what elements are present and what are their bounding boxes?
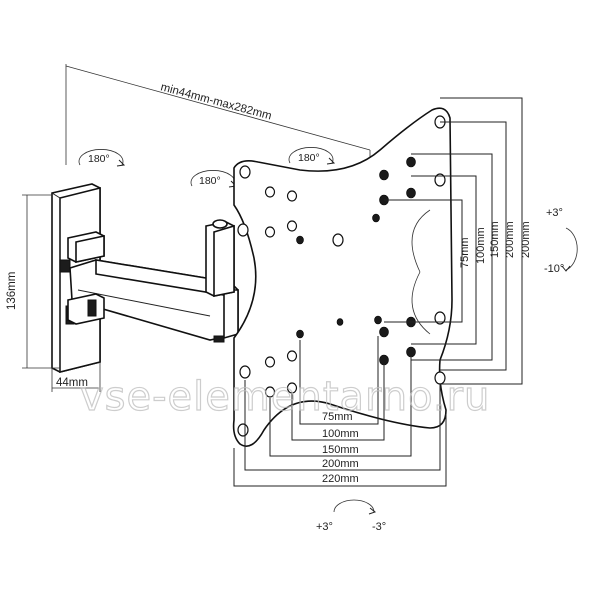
vesa-vertical-label-4: 200mm [504,221,516,258]
tilt-down-label: -10° [544,263,564,275]
vesa-horizontal-label-5: 220mm [322,473,359,485]
wall-height-label: 136mm [6,272,18,310]
vesa-horizontal-label-3: 150mm [322,444,359,456]
wall-depth-dimension: 44mm [51,362,101,392]
rotation-label-left: 180° [88,153,110,165]
swivel-right-label: -3° [372,521,386,533]
vesa-horizontal-label-1: 75mm [322,411,353,423]
vesa-vertical-label-3: 150mm [489,221,501,258]
swivel-indicator: +3° -3° [316,499,386,533]
vesa-horizontal-dimensions: 75mm 100mm 150mm 200mm 220mm [233,336,447,487]
wall-height-dimension: 136mm [6,194,60,369]
vesa-mounting-plate [232,107,453,447]
arm-reach-label: min44mm-max282mm [159,81,273,122]
vesa-vertical-dimensions: 75mm 100mm 150mm 200mm 200mm [384,97,532,385]
rotation-label-middle: 180° [199,175,221,187]
rotation-indicator-left: 180° [78,149,126,167]
vesa-horizontal-label-2: 100mm [322,428,359,440]
vesa-vertical-label-5: 200mm [520,221,532,258]
vesa-vertical-label-1: 75mm [459,237,471,268]
vesa-vertical-label-2: 100mm [475,227,487,264]
watermark: vse-elementarno.ru [80,374,490,420]
rotation-indicator-right: 180° [288,147,336,165]
vesa-horizontal-label-4: 200mm [322,458,359,470]
tilt-indicator: +3° -10° [544,207,578,275]
swivel-left-label: +3° [316,521,333,533]
wall-depth-label: 44mm [56,377,88,389]
tilt-up-label: +3° [546,207,563,219]
rotation-indicator-middle: 180° [190,170,238,188]
rotation-label-right: 180° [298,152,320,164]
